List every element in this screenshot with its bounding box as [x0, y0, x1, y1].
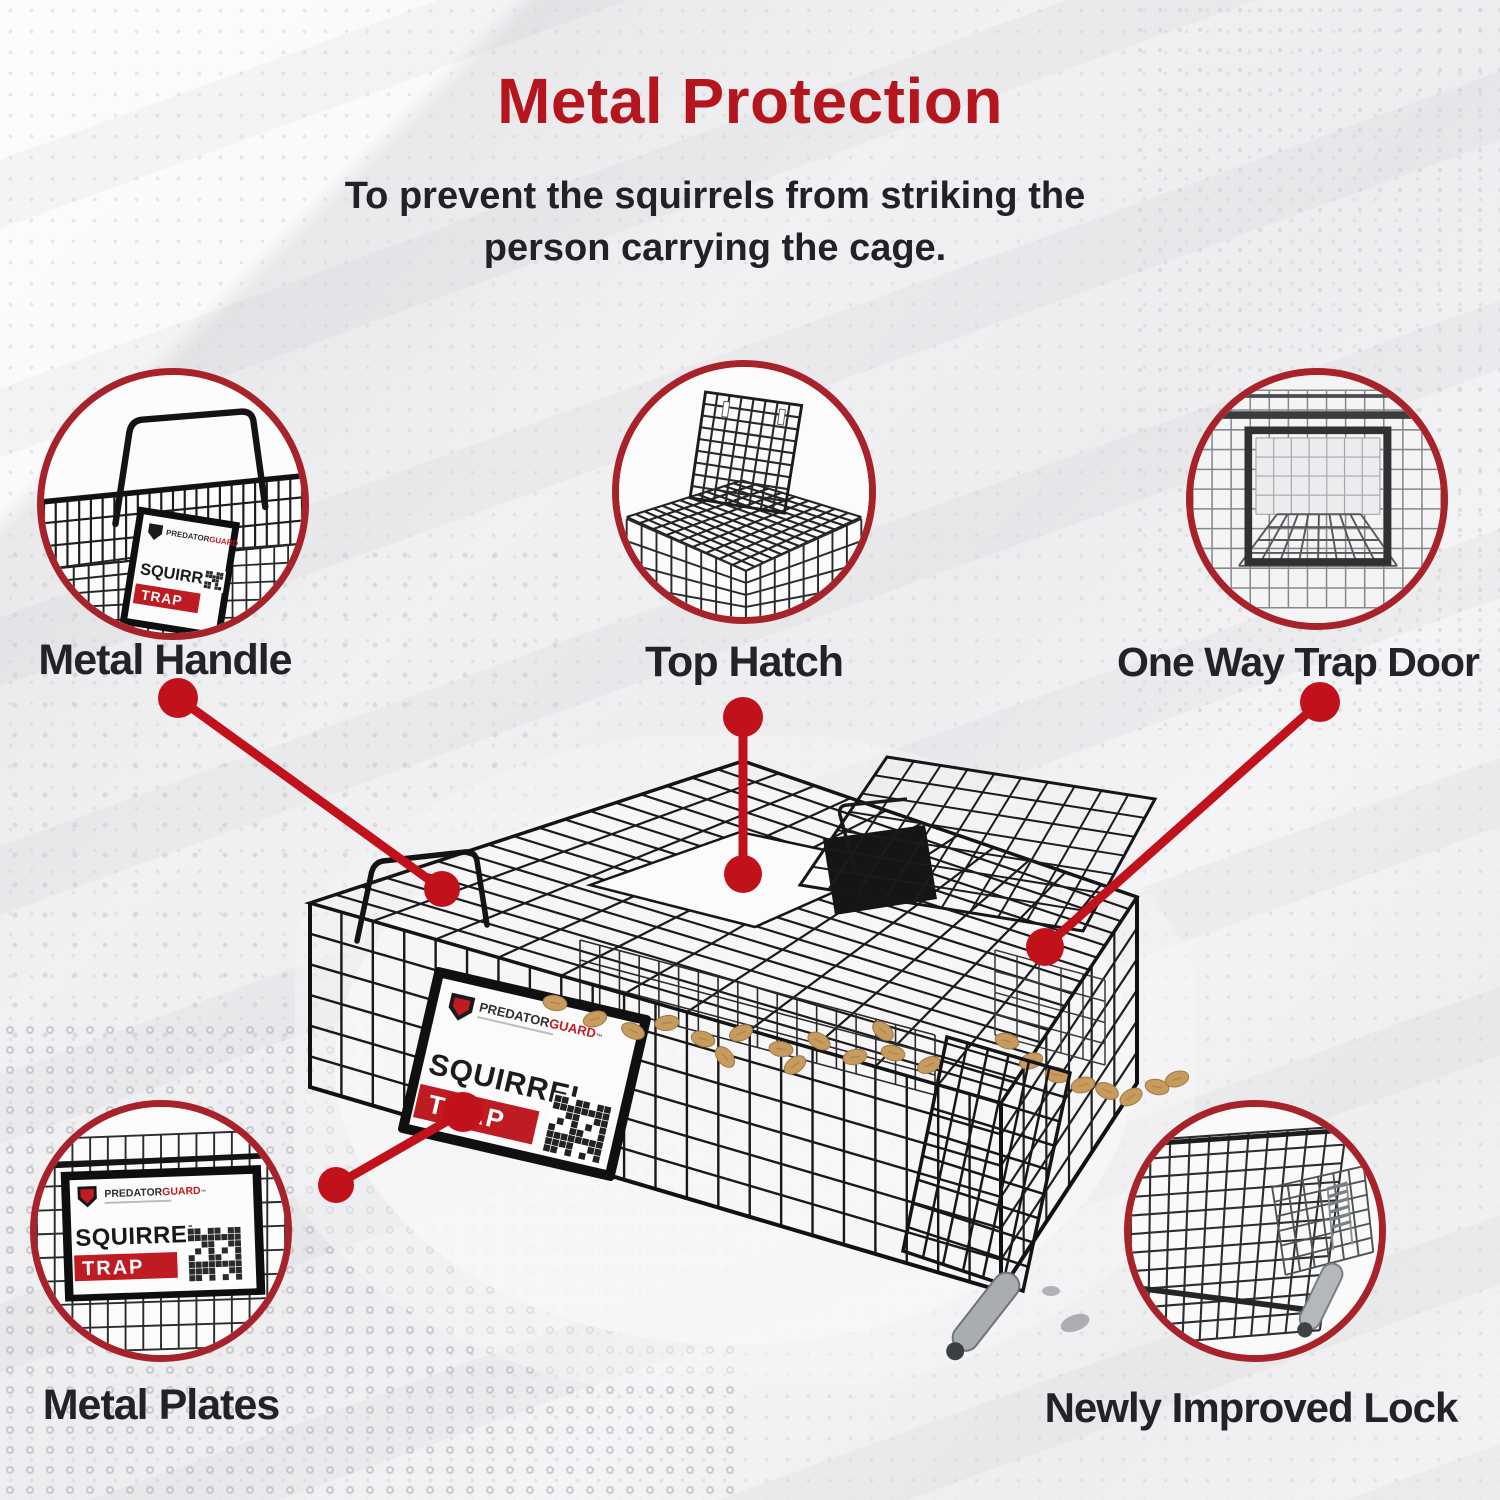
label-product-title: SQUIRREL	[75, 1221, 203, 1252]
page-title: Metal Protection	[497, 65, 1003, 137]
page-subtitle: To prevent the squirrels from striking t…	[344, 175, 1086, 270]
callout-label-top-hatch: Top Hatch	[644, 638, 844, 686]
one-way-trap-door-photo	[1186, 368, 1448, 630]
door-shadow-smudge	[1060, 1313, 1090, 1333]
metal-plates-photo: PREDATORGUARD™ SQUIRREL TRAP	[30, 1100, 292, 1362]
top-hatch-photo	[612, 360, 876, 624]
door-shadow-smudge-2	[1042, 1286, 1060, 1296]
squirrel-trap-product-image: PREDATORGUARD™ SQUIRREL TRAP	[295, 735, 1195, 1385]
callout-label-metal-plates: Metal Plates	[42, 1381, 281, 1429]
mini-product-label: PREDATORGUARD SQUIRREL TRAP	[119, 506, 241, 633]
callout-label-one-way-trap-door: One Way Trap Door	[1117, 639, 1480, 685]
black-metal-plate	[823, 825, 937, 915]
plate-product-label: PREDATORGUARD™ SQUIRREL TRAP	[60, 1165, 266, 1302]
qr-code	[185, 1224, 245, 1285]
callout-label-newly-improved-lock: Newly Improved Lock	[1044, 1384, 1459, 1431]
label-product-sub: TRAP	[82, 1256, 145, 1280]
newly-improved-lock-photo	[1124, 1100, 1386, 1362]
metal-handle-photo: PREDATORGUARD SQUIRREL TRAP	[37, 368, 309, 640]
qr-code	[201, 568, 227, 594]
callout-label-metal-handle: Metal Handle	[38, 636, 292, 684]
